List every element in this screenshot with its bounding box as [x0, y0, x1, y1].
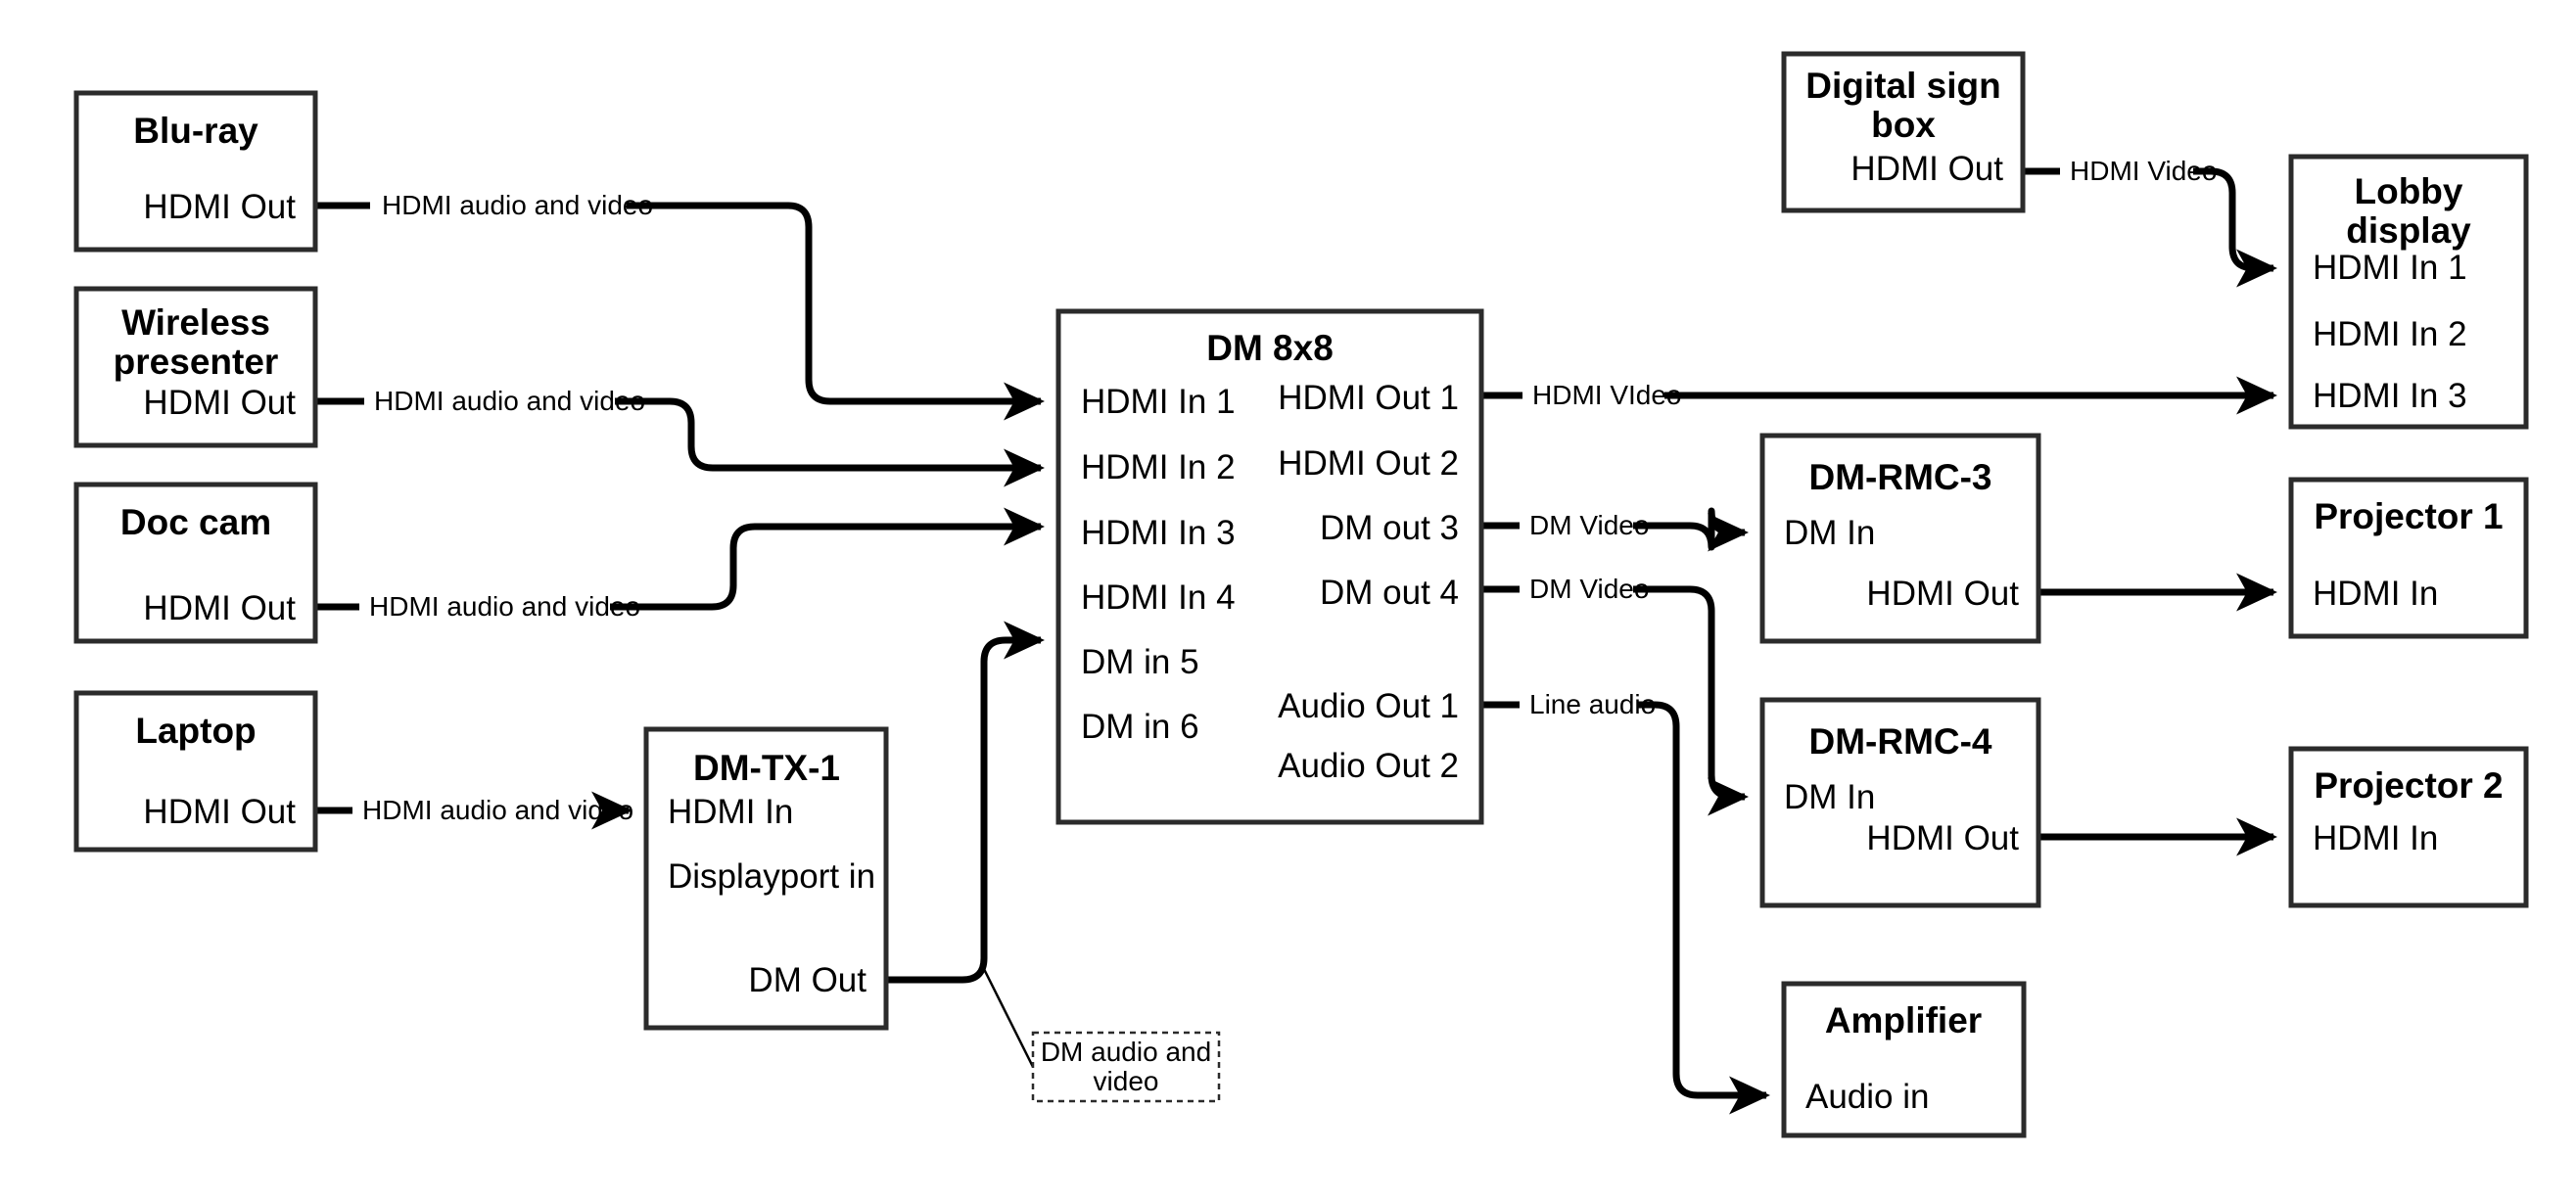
bluray-port-hdmi-out: HDMI Out	[143, 188, 296, 226]
wire-dm8x8-dm-out4-to-rmc4-dm-in	[1481, 585, 1745, 797]
dm-audio-video-label-box	[1031, 1031, 1221, 1103]
dm-8x8-output-hdmi-out-2: HDMI Out 2	[1278, 444, 1459, 483]
edge-label-hdmi-video-out1: HDMI VIdeo	[1532, 380, 1682, 410]
dm-tx-1-port-displayport-in: Displayport in	[668, 857, 875, 896]
amplifier-box[interactable]	[1781, 981, 2027, 1138]
dm-rmc-3-box[interactable]	[1759, 433, 2041, 644]
digital-sign-title-line1: Digital sign	[1805, 66, 2000, 106]
wire-doccam-to-dm8x8-hdmi-in-3	[315, 527, 1041, 611]
edge-label-dm-video-4: DM Video	[1529, 574, 1649, 604]
edge-label-bluray-hdmi-av: HDMI audio and video	[382, 190, 653, 220]
wires-layer	[315, 167, 2273, 1095]
dm-8x8-title: DM 8x8	[1206, 328, 1334, 368]
dm-8x8-input-dm-in-6: DM in 6	[1081, 708, 1199, 746]
lobby-display-port-hdmi-in-2: HDMI In 2	[2313, 315, 2467, 353]
node-projector-2[interactable]: Projector 2 HDMI In	[2288, 746, 2529, 908]
laptop-title: Laptop	[135, 711, 256, 751]
dm-rmc-4-port-hdmi-out: HDMI Out	[1866, 819, 2019, 857]
amplifier-port-audio-in: Audio in	[1805, 1078, 1929, 1116]
node-amplifier[interactable]: Amplifier Audio in	[1781, 981, 2027, 1138]
dm-8x8-output-dm-out-4: DM out 4	[1320, 574, 1459, 612]
digital-sign-port-hdmi-out: HDMI Out	[1850, 150, 2003, 188]
dm-rmc-4-port-dm-in: DM In	[1784, 778, 1875, 816]
node-wireless-presenter[interactable]: Wireless presenter HDMI Out	[73, 286, 318, 448]
edge-label-doccam-hdmi-av: HDMI audio and video	[369, 591, 640, 622]
wire-dm8x8-dm-out3-to-rmc3-dm-in	[1481, 511, 1745, 547]
edge-labels-layer: HDMI audio and video HDMI audio and vide…	[362, 156, 2217, 825]
bluray-title: Blu-ray	[133, 111, 258, 151]
lobby-display-title-line1: Lobby	[2355, 171, 2463, 211]
dm-8x8-output-dm-out-3: DM out 3	[1320, 509, 1459, 547]
doc-cam-title: Doc cam	[120, 502, 271, 542]
dm-tx-1-box[interactable]	[643, 726, 889, 1031]
edge-label-line-audio: Line audio	[1529, 689, 1656, 719]
wire-digitalsign-to-lobby-hdmi-in-1	[2023, 167, 2273, 268]
node-dm-rmc-4[interactable]: DM-RMC-4 DM In HDMI Out	[1759, 697, 2041, 908]
dm-audio-video-label-line1: DM audio and	[1041, 1037, 1211, 1067]
dm-rmc-4-box[interactable]	[1759, 697, 2041, 908]
lobby-display-title-line2: display	[2346, 210, 2471, 251]
projector-2-box[interactable]	[2288, 746, 2529, 908]
dm-8x8-input-hdmi-in-4: HDMI In 4	[1081, 578, 1236, 617]
dm-rmc-4-title: DM-RMC-4	[1808, 721, 1991, 762]
node-projector-1[interactable]: Projector 1 HDMI In	[2288, 477, 2529, 639]
leader-line-dm-audio-video-label	[982, 968, 1035, 1068]
node-digital-sign-box[interactable]: Digital sign box HDMI Out	[1781, 51, 2026, 213]
digital-sign-title-line2: box	[1871, 105, 1936, 145]
laptop-port-hdmi-out: HDMI Out	[143, 793, 296, 831]
projector-2-title: Projector 2	[2314, 765, 2503, 806]
dm-audio-video-label-line2: video	[1094, 1066, 1159, 1096]
dm-8x8-input-hdmi-in-1: HDMI In 1	[1081, 383, 1236, 421]
wireless-presenter-port-hdmi-out: HDMI Out	[143, 384, 296, 422]
node-dm-rmc-3[interactable]: DM-RMC-3 DM In HDMI Out	[1759, 433, 2041, 644]
lobby-display-box[interactable]	[2288, 154, 2529, 430]
edge-label-dm-video-3: DM Video	[1529, 510, 1649, 540]
dm-8x8-output-hdmi-out-1: HDMI Out 1	[1278, 379, 1459, 417]
projector-2-port-hdmi-in: HDMI In	[2313, 819, 2438, 857]
dm-8x8-input-hdmi-in-2: HDMI In 2	[1081, 448, 1236, 486]
wire-bluray-to-dm8x8-hdmi-in-1	[315, 202, 1041, 401]
bluray-box[interactable]	[73, 90, 318, 253]
edge-label-laptop-hdmi-av: HDMI audio and video	[362, 795, 633, 825]
edge-label-hdmi-video-sign: HDMI Video	[2070, 156, 2217, 186]
dm-8x8-output-audio-out-1: Audio Out 1	[1278, 687, 1459, 725]
dm-8x8-output-audio-out-2: Audio Out 2	[1278, 747, 1459, 785]
node-dm-8x8[interactable]: DM 8x8 HDMI In 1 HDMI In 2 HDMI In 3 HDM…	[1055, 308, 1484, 825]
node-dm-tx-1[interactable]: DM-TX-1 HDMI In Displayport in DM Out	[643, 726, 889, 1031]
dm-tx-1-port-dm-out: DM Out	[748, 961, 866, 999]
dm-tx-1-port-hdmi-in: HDMI In	[668, 793, 793, 831]
node-bluray[interactable]: Blu-ray HDMI Out	[73, 90, 318, 253]
lobby-display-port-hdmi-in-1: HDMI In 1	[2313, 249, 2467, 287]
projector-1-box[interactable]	[2288, 477, 2529, 639]
amplifier-title: Amplifier	[1825, 1000, 1982, 1040]
wire-dm8x8-audio-out1-to-amplifier	[1481, 701, 1766, 1095]
projector-1-title: Projector 1	[2314, 496, 2503, 536]
wireless-presenter-box[interactable]	[73, 286, 318, 448]
node-lobby-display[interactable]: Lobby display HDMI In 1 HDMI In 2 HDMI I…	[2288, 154, 2529, 430]
projector-1-port-hdmi-in: HDMI In	[2313, 575, 2438, 613]
callout-dm-audio-and-video: DM audio and video	[1031, 1031, 1221, 1103]
laptop-box[interactable]	[73, 690, 318, 853]
wireless-presenter-title-line2: presenter	[114, 342, 279, 382]
doc-cam-port-hdmi-out: HDMI Out	[143, 589, 296, 627]
wire-dmtx1-to-dm8x8-dm-in-5	[886, 621, 1045, 984]
dm-rmc-3-port-hdmi-out: HDMI Out	[1866, 575, 2019, 613]
lobby-display-port-hdmi-in-3: HDMI In 3	[2313, 377, 2467, 415]
dm-rmc-3-title: DM-RMC-3	[1808, 457, 1991, 497]
wireless-presenter-title-line1: Wireless	[121, 302, 270, 343]
node-laptop[interactable]: Laptop HDMI Out	[73, 690, 318, 853]
node-doc-cam[interactable]: Doc cam HDMI Out	[73, 482, 318, 644]
dm-tx-1-title: DM-TX-1	[693, 748, 840, 788]
dm-8x8-input-dm-in-5: DM in 5	[1081, 643, 1199, 681]
dm-8x8-box[interactable]	[1055, 308, 1484, 825]
dm-8x8-input-hdmi-in-3: HDMI In 3	[1081, 514, 1236, 552]
dm-rmc-3-port-dm-in: DM In	[1784, 514, 1875, 552]
digital-sign-box[interactable]	[1781, 51, 2026, 213]
edge-label-wireless-hdmi-av: HDMI audio and video	[374, 386, 645, 416]
doc-cam-box[interactable]	[73, 482, 318, 644]
wire-wireless-to-dm8x8-hdmi-in-2	[315, 397, 1041, 468]
